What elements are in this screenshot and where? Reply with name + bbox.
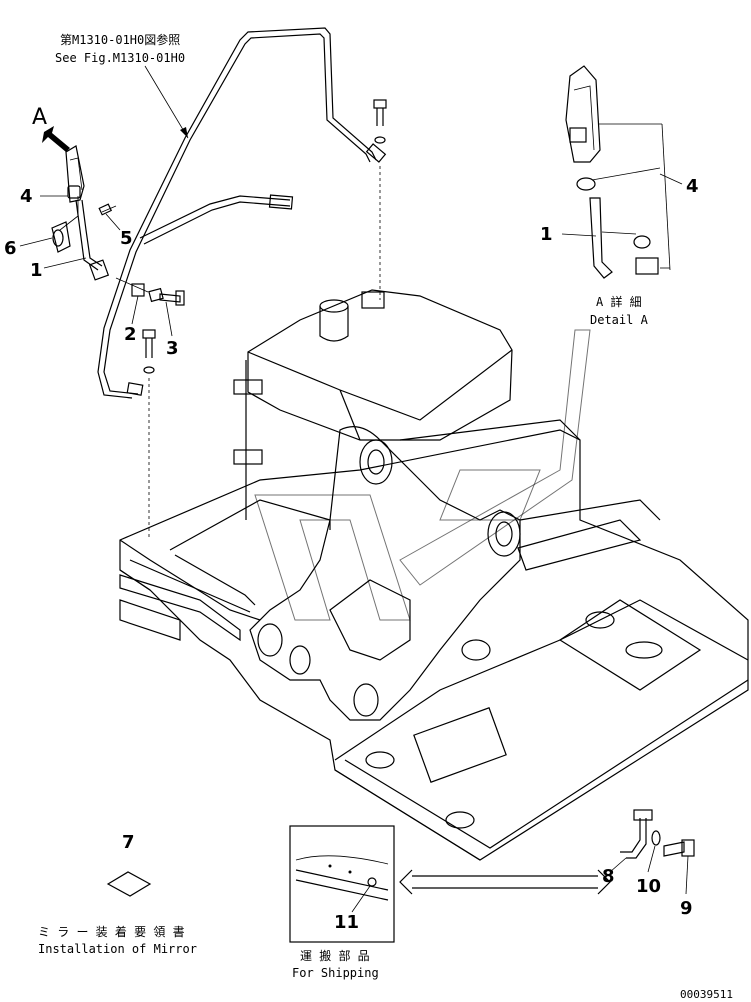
manual-sheet-icon xyxy=(106,871,152,897)
callout-11: 11 xyxy=(334,912,359,933)
callout-1: 1 xyxy=(30,260,43,281)
view-arrow-icon xyxy=(42,126,70,152)
bolt-3 xyxy=(115,277,185,540)
callout-10: 10 xyxy=(636,876,661,897)
top-bolt xyxy=(373,99,387,300)
detail-a-drawing xyxy=(565,65,671,279)
callout-5: 5 xyxy=(120,228,133,249)
stay-bracket-8 xyxy=(620,809,653,859)
manual-jp: ミ ラ ー 装 着 要 領 書 xyxy=(38,924,185,939)
callout-3: 3 xyxy=(166,338,179,359)
detail-a-jp: A 詳 細 xyxy=(596,294,642,309)
shipping-box xyxy=(289,825,395,943)
detail-a-en: Detail A xyxy=(590,313,649,327)
detail-callout-1: 1 xyxy=(540,224,553,245)
fig-ref-en: See Fig.M1310-01H0 xyxy=(55,51,185,65)
fig-ref-leader xyxy=(144,65,189,139)
revolving-frame xyxy=(119,289,749,861)
leader-lines xyxy=(19,173,689,913)
shipping-detail xyxy=(295,855,389,901)
detail-callout-4: 4 xyxy=(686,176,699,197)
callout-2: 2 xyxy=(124,324,137,345)
callout-9: 9 xyxy=(680,898,693,919)
callout-4: 4 xyxy=(20,186,33,207)
fig-ref-jp: 第M1310-01H0図参照 xyxy=(60,32,180,47)
bolt-9 xyxy=(663,839,695,857)
mirror-stay xyxy=(97,27,387,399)
shipping-jp: 運 搬 部 品 xyxy=(300,948,370,963)
shipping-en: For Shipping xyxy=(292,966,379,980)
fig-ref-arrowhead xyxy=(180,127,188,138)
callout-8: 8 xyxy=(602,866,615,887)
callout-7: 7 xyxy=(122,832,135,853)
washer-10 xyxy=(651,830,661,846)
manual-en: Installation of Mirror xyxy=(38,942,197,956)
drawing-number: 00039511 xyxy=(680,988,733,1001)
watermark xyxy=(254,329,591,621)
callout-6: 6 xyxy=(4,238,17,259)
view-letter: A xyxy=(32,105,47,130)
mirror-assembly xyxy=(51,145,117,281)
double-arrow-icon xyxy=(399,869,611,895)
